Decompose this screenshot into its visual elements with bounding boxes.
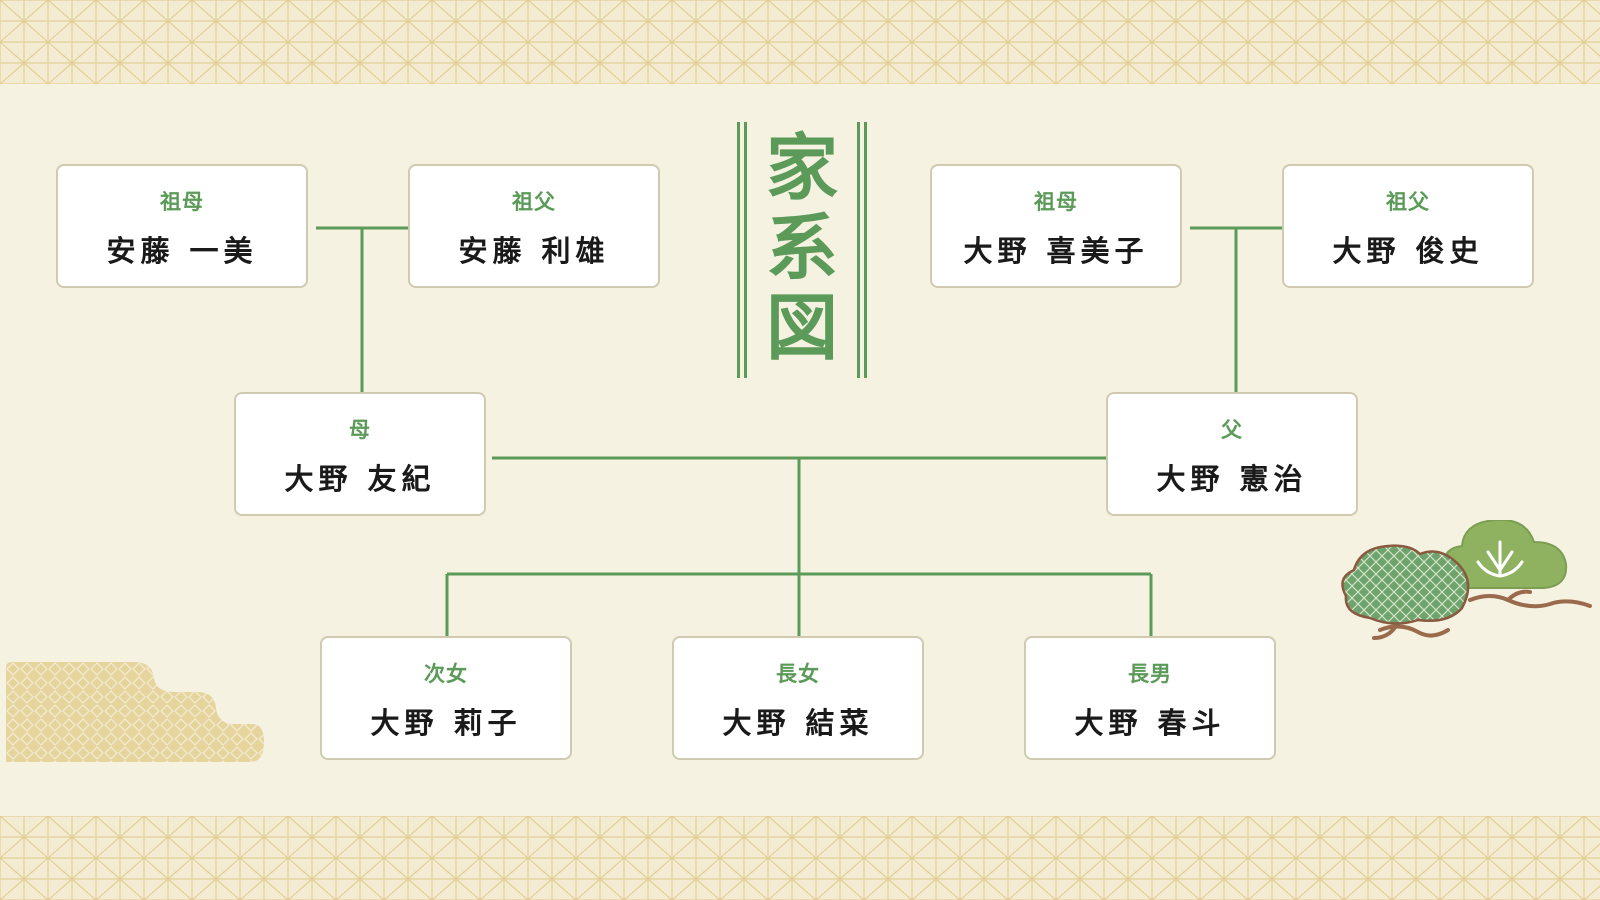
- person-role: 祖母: [1034, 190, 1078, 214]
- diagram-title: 家 系 図: [737, 122, 867, 378]
- title-char: 系: [765, 206, 838, 290]
- person-card-mother: 母 大野 友紀: [234, 392, 486, 516]
- person-role: 祖母: [160, 190, 204, 214]
- person-card-paternal-grandmother: 祖母 大野 喜美子: [930, 164, 1182, 288]
- person-name: 大野 喜美子: [963, 234, 1149, 268]
- person-name: 大野 春斗: [1074, 706, 1226, 740]
- person-role: 祖父: [1386, 190, 1430, 214]
- person-card-second-daughter: 次女 大野 莉子: [320, 636, 572, 760]
- person-role: 父: [1221, 418, 1243, 442]
- pine-tree-icon: [1341, 520, 1592, 640]
- person-card-maternal-grandmother: 祖母 安藤 一美: [56, 164, 308, 288]
- person-role: 次女: [424, 662, 468, 686]
- title-char: 家: [765, 126, 838, 210]
- person-name: 安藤 一美: [106, 234, 258, 268]
- person-role: 長男: [1128, 662, 1172, 686]
- person-card-father: 父 大野 憲治: [1106, 392, 1358, 516]
- person-card-paternal-grandfather: 祖父 大野 俊史: [1282, 164, 1534, 288]
- person-role: 長女: [776, 662, 820, 686]
- person-role: 母: [349, 418, 371, 442]
- asanoha-border-bottom: [0, 816, 1600, 900]
- asanoha-border-top: [0, 0, 1600, 84]
- title-rule: [864, 122, 867, 378]
- title-rule: [737, 122, 740, 378]
- title-rule: [744, 122, 747, 378]
- person-name: 大野 友紀: [284, 462, 436, 496]
- person-name: 大野 結菜: [722, 706, 874, 740]
- person-name: 安藤 利雄: [458, 234, 610, 268]
- title-char: 図: [765, 286, 838, 370]
- title-rule: [857, 122, 860, 378]
- person-card-eldest-daughter: 長女 大野 結菜: [672, 636, 924, 760]
- person-card-eldest-son: 長男 大野 春斗: [1024, 636, 1276, 760]
- cloud-motif: [6, 662, 264, 762]
- person-card-maternal-grandfather: 祖父 安藤 利雄: [408, 164, 660, 288]
- person-name: 大野 俊史: [1332, 234, 1484, 268]
- person-role: 祖父: [512, 190, 556, 214]
- person-name: 大野 憲治: [1156, 462, 1308, 496]
- person-name: 大野 莉子: [370, 706, 522, 740]
